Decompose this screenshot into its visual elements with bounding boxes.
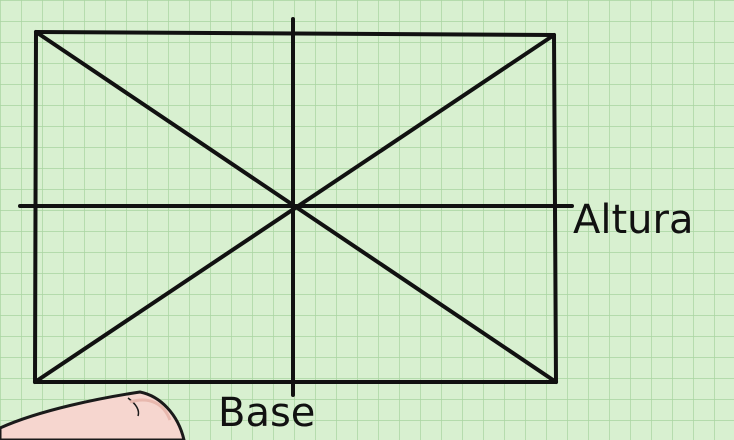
rectangle-right-edge bbox=[552, 33, 558, 384]
base-label: Base bbox=[218, 390, 315, 436]
hand-illustration bbox=[0, 390, 186, 440]
height-label: Altura bbox=[573, 197, 693, 243]
